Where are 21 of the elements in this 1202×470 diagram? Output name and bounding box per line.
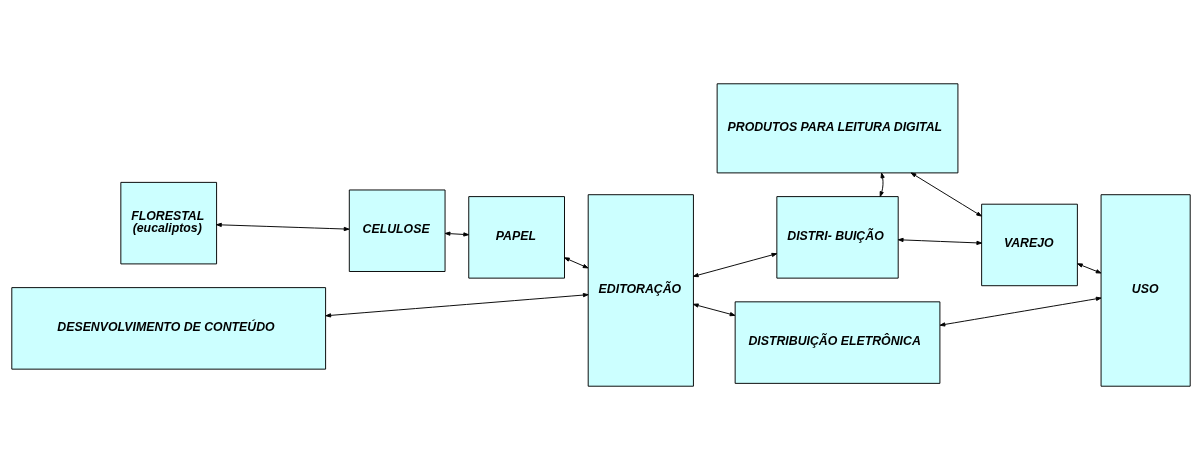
arrow <box>1077 263 1102 274</box>
node-box: FLORESTAL (eucaliptos) <box>120 181 218 265</box>
arrow <box>693 252 778 278</box>
arrow <box>564 257 589 269</box>
node-box: VAREJO <box>981 203 1078 287</box>
arrow <box>910 172 982 217</box>
node-box: DISTRI- BUIÇÃO <box>776 196 899 279</box>
node-box: DESENVOLVIMENTO DE CONTEÚDO <box>11 287 327 370</box>
node-box: CELULOSE <box>348 189 446 272</box>
arrow <box>216 222 350 232</box>
arrow <box>897 237 983 246</box>
arrow <box>444 231 469 237</box>
node-box: USO <box>1100 194 1191 387</box>
node-box: EDITORAÇÃO <box>587 194 694 387</box>
node-box: PRODUTOS PARA LEITURA DIGITAL <box>716 83 959 174</box>
arrow <box>879 172 885 197</box>
node-box: PAPEL <box>468 196 565 279</box>
arrow <box>939 296 1102 327</box>
arrow <box>325 292 589 318</box>
arrow <box>693 303 736 317</box>
node-box: DISTRIBUIÇÃO ELETRÔNICA <box>734 301 941 384</box>
